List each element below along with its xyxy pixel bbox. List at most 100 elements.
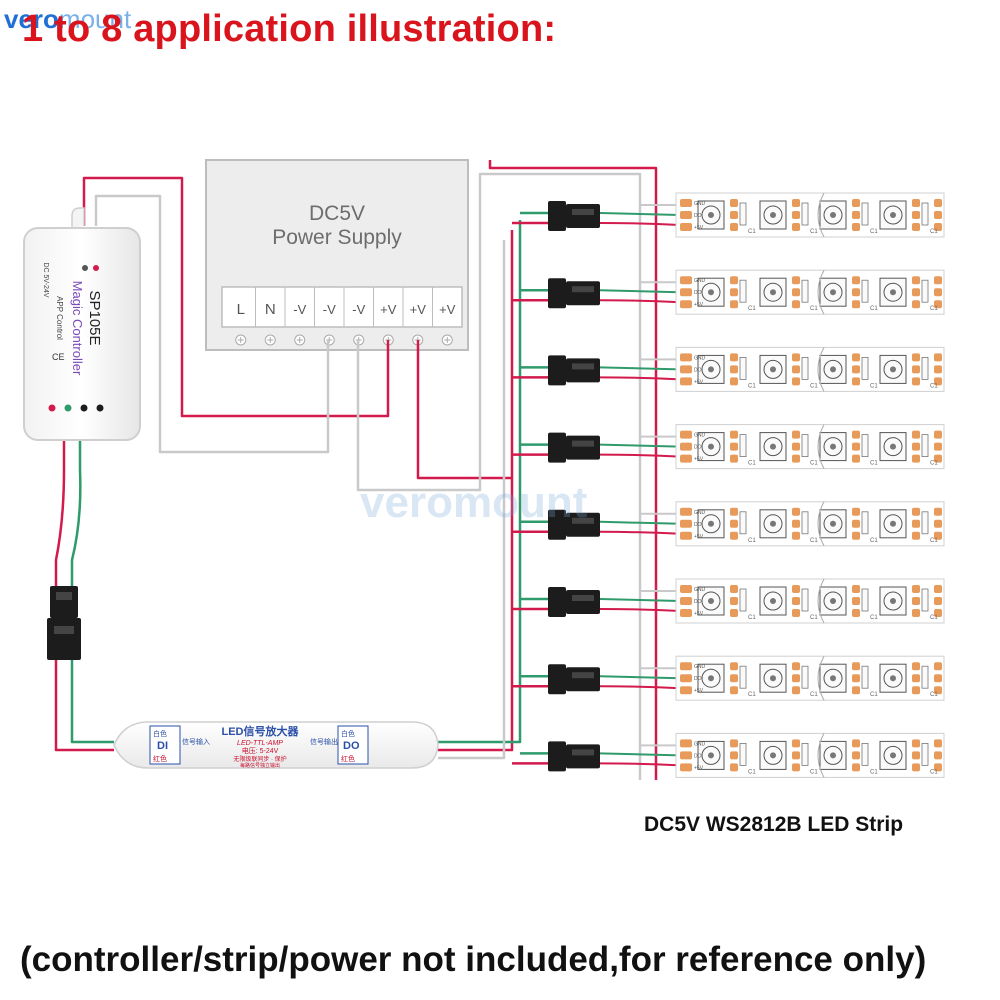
capacitor-icon	[921, 665, 929, 689]
amplifier-right-red: 红色	[341, 754, 355, 763]
cut-pad	[730, 751, 738, 760]
cut-pad	[730, 662, 738, 671]
strip-end-pad	[934, 276, 942, 285]
strip-end-pad	[934, 686, 942, 695]
strip-end-pad	[680, 519, 692, 528]
amplifier-right-box	[337, 725, 369, 765]
cut-pad	[852, 507, 860, 516]
cut-pad	[730, 609, 738, 617]
led-lens-icon	[701, 359, 721, 379]
wire-to-strip-green	[599, 212, 681, 216]
wire-to-strip-red	[599, 376, 681, 381]
strip-end-pad	[934, 288, 942, 297]
strip-pad-label: +5V	[694, 379, 704, 385]
terminal-label: L	[237, 301, 245, 318]
terminal-label: -V	[352, 302, 365, 317]
wire-to-strip-green	[599, 289, 681, 294]
led-die-icon	[890, 443, 896, 450]
cut-pad	[912, 211, 920, 219]
led-lens-icon	[883, 205, 903, 225]
terminal-label: -V	[293, 302, 306, 317]
capacitor-icon	[921, 434, 929, 458]
capacitor-icon	[801, 511, 809, 535]
amplifier-left-red: 红色	[153, 754, 167, 763]
strip-end-pad	[934, 430, 942, 439]
strip-end-pad	[680, 751, 692, 760]
cut-pad	[730, 276, 738, 285]
strip-end-pad	[680, 288, 692, 297]
cut-pad	[852, 365, 860, 374]
cut-line	[817, 424, 825, 469]
cut-pad	[730, 763, 738, 772]
strip-end-pad	[680, 507, 692, 516]
led-lens-icon	[701, 282, 721, 302]
cut-pad	[912, 353, 920, 362]
cut-pad	[912, 300, 920, 309]
strip-connector-female	[548, 741, 566, 772]
led-die-icon	[770, 212, 776, 218]
led-die-icon	[708, 598, 714, 604]
strip-pad-label: DO	[694, 522, 702, 528]
strip-end-pad	[934, 674, 942, 683]
cut-pad	[852, 288, 860, 297]
cut-line	[817, 733, 825, 778]
strip-end-pad	[680, 454, 692, 463]
led-die-icon	[770, 675, 776, 682]
led-die-icon	[708, 443, 714, 450]
strip-end-pad	[680, 442, 692, 451]
cut-pad	[792, 597, 800, 605]
cut-pad	[852, 739, 860, 748]
controller-connector	[47, 586, 81, 660]
wire-conn-to-amp-red	[54, 660, 114, 752]
strip-connector-female	[548, 278, 566, 309]
controller-pin-green	[64, 404, 72, 412]
strip-pad-label: GND	[694, 510, 706, 516]
strip-pad-label: DO	[694, 445, 702, 451]
cut-pad	[852, 674, 860, 683]
wire-to-strip-red	[599, 299, 681, 304]
chip-label: C1	[748, 306, 756, 312]
chip-label: C1	[930, 229, 938, 235]
cut-pad	[852, 454, 860, 463]
capacitor-icon	[861, 665, 869, 689]
strip-end-pad	[680, 223, 692, 231]
watermark: veromount	[360, 478, 588, 527]
led-die-icon	[830, 212, 836, 218]
cut-pad	[912, 674, 920, 683]
strip-end-pad	[680, 531, 692, 540]
led-lens-icon	[883, 437, 903, 457]
amplifier-right-output: 信号输出	[310, 737, 338, 746]
terminal-label: +V	[380, 302, 397, 317]
strip-end-pad	[934, 377, 942, 386]
cut-pad	[792, 519, 800, 528]
cut-pad	[912, 751, 920, 760]
capacitor-icon	[921, 743, 929, 766]
strip-end-pad	[680, 763, 692, 772]
cut-pad	[792, 531, 800, 540]
cut-pad	[792, 211, 800, 219]
controller-pin-black-2	[96, 404, 104, 412]
chip-label: C1	[748, 692, 756, 698]
ce-mark-icon: CE	[52, 352, 65, 362]
cut-line	[817, 347, 825, 392]
led-lens-icon	[823, 437, 843, 457]
capacitor-icon	[801, 279, 809, 303]
terminal-label: +V	[439, 302, 456, 317]
cut-pad	[792, 223, 800, 231]
amplifier-voltage: 电压: 5-24V	[242, 746, 279, 755]
chip-label: C1	[810, 461, 818, 467]
strip-pad-label: GND	[694, 201, 706, 207]
cut-pad	[792, 585, 800, 593]
terminal-screw-cross	[267, 337, 274, 343]
capacitor-icon	[739, 434, 747, 458]
cut-pad	[792, 739, 800, 748]
led-die-icon	[770, 598, 776, 604]
capacitor-icon	[861, 588, 869, 612]
led-die-icon	[830, 520, 836, 527]
strip-end-pad	[680, 353, 692, 362]
cut-pad	[792, 751, 800, 760]
